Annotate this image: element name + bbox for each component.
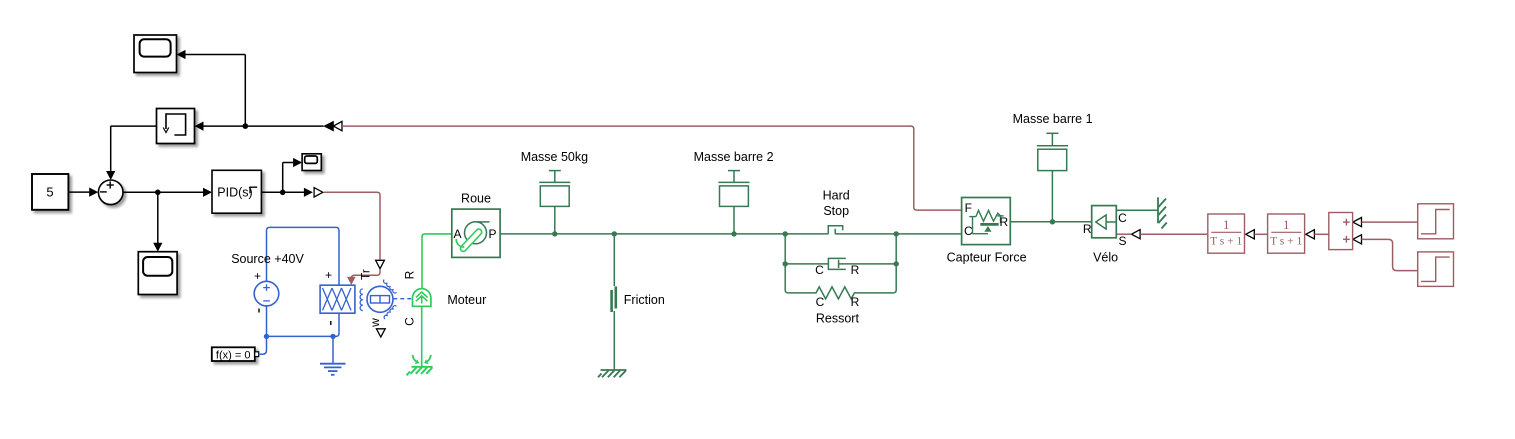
svg-text:PID(s): PID(s): [217, 185, 252, 199]
svg-text:+: +: [254, 269, 261, 283]
svg-text:1: 1: [1283, 217, 1290, 232]
svg-text:+: +: [325, 268, 332, 282]
svg-text:C: C: [815, 263, 824, 277]
svg-text:Tr: Tr: [359, 269, 373, 280]
svg-text:C: C: [964, 224, 973, 238]
svg-text:Friction: Friction: [624, 293, 665, 307]
svg-text:Source +40V: Source +40V: [231, 252, 304, 266]
svg-text:R: R: [403, 270, 417, 279]
svg-text:Moteur: Moteur: [447, 293, 486, 307]
svg-text:R: R: [851, 295, 860, 309]
svg-text:R: R: [999, 215, 1008, 229]
svg-text:C: C: [816, 295, 825, 309]
svg-text:f(x) = 0: f(x) = 0: [216, 349, 251, 361]
svg-text:C: C: [1118, 211, 1127, 225]
svg-text:Capteur Force: Capteur Force: [947, 251, 1027, 265]
svg-text:Hard: Hard: [823, 189, 850, 203]
svg-text:1: 1: [1223, 217, 1230, 232]
svg-text:Masse 50kg: Masse 50kg: [521, 150, 588, 164]
svg-text:Ressort: Ressort: [816, 312, 860, 326]
svg-text:Masse barre 2: Masse barre 2: [694, 150, 774, 164]
svg-text:Roue: Roue: [461, 192, 491, 206]
svg-text:w: w: [368, 318, 382, 328]
svg-text:Stop: Stop: [823, 204, 849, 218]
svg-text:A: A: [453, 227, 461, 241]
svg-text:C: C: [403, 317, 417, 326]
svg-text:R: R: [1083, 222, 1092, 236]
svg-text:Vélo: Vélo: [1093, 251, 1118, 265]
svg-text:T s + 1: T s + 1: [1270, 236, 1302, 248]
svg-text:T s + 1: T s + 1: [1210, 236, 1242, 248]
svg-text:S: S: [1118, 234, 1126, 248]
svg-text:R: R: [851, 263, 860, 277]
svg-text:5: 5: [46, 185, 53, 200]
svg-text:F: F: [965, 201, 972, 215]
svg-text:P: P: [488, 227, 496, 241]
svg-text:Masse barre 1: Masse barre 1: [1013, 112, 1093, 126]
